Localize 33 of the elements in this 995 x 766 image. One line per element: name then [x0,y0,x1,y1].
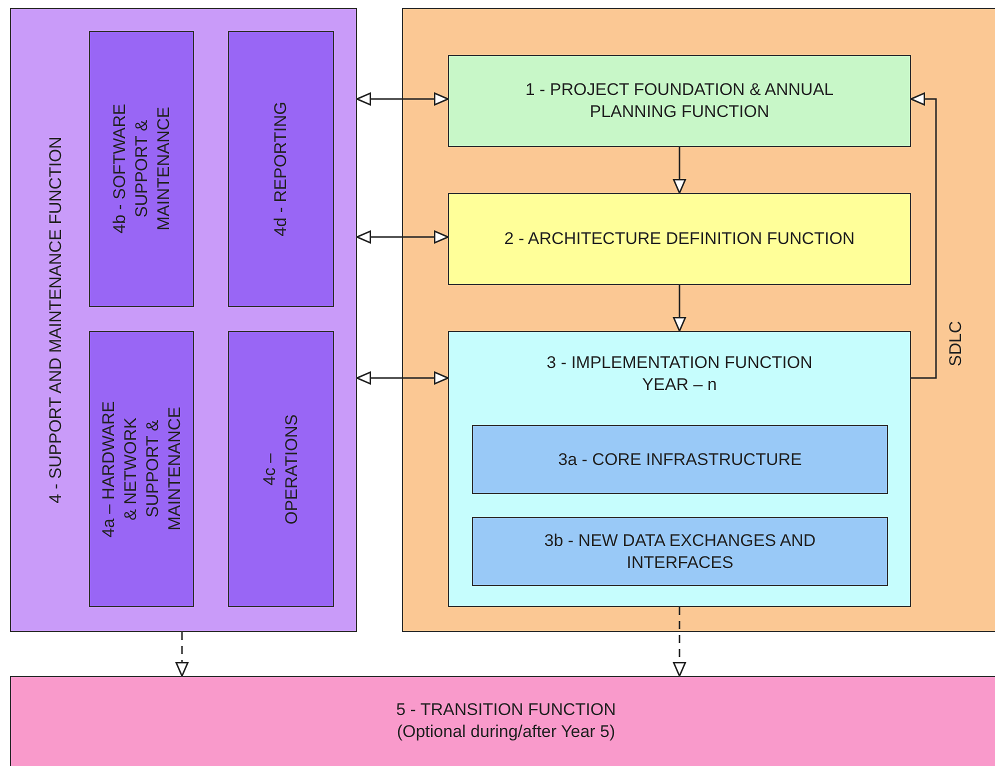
function-box [228,331,334,607]
function-label: 4b - SOFTWARE SUPPORT & MAINTENANCE [108,103,174,236]
function-label: 3b - NEW DATA EXCHANGES AND INTERFACES [543,530,817,574]
function-label: 4c – OPERATIONS [259,412,302,526]
arrow [672,607,686,677]
function-label: 5 - TRANSITION FUNCTION [396,699,616,721]
sdlc-panel [402,8,995,632]
function-box [472,425,888,494]
transition-box [10,676,995,766]
function-box [472,517,888,586]
arrow [356,230,449,244]
arrow [672,147,686,194]
arrow [356,92,449,106]
function-label: SDLC [945,321,966,366]
function-panel [10,8,357,632]
function-label: 3a - CORE INFRASTRUCTURE [558,448,802,470]
function-box [448,193,911,285]
arrow [910,92,937,379]
function-box [228,31,334,307]
function-label: 4 - SUPPORT AND MAINTENANCE FUNCTION [45,136,66,504]
note-text: (Optional during/after Year 5) [396,721,616,743]
function-label: 2 - ARCHITECTURE DEFINITION FUNCTION [504,228,855,250]
arrow [672,285,686,332]
arrow [175,632,189,677]
function-box [89,31,194,307]
function-label: 4d - REPORTING [270,102,291,236]
arrow [356,371,449,385]
function-box [448,55,911,147]
function-box [448,331,911,607]
function-label: 1 - PROJECT FOUNDATION & ANNUAL PLANNING FUNCTION [524,79,835,123]
function-label: 4a – HARDWARE & NETWORK SUPPORT & MAINTENANCE [98,400,184,538]
function-box [89,331,194,607]
function-label: 3 - IMPLEMENTATION FUNCTION YEAR – n [546,352,814,396]
